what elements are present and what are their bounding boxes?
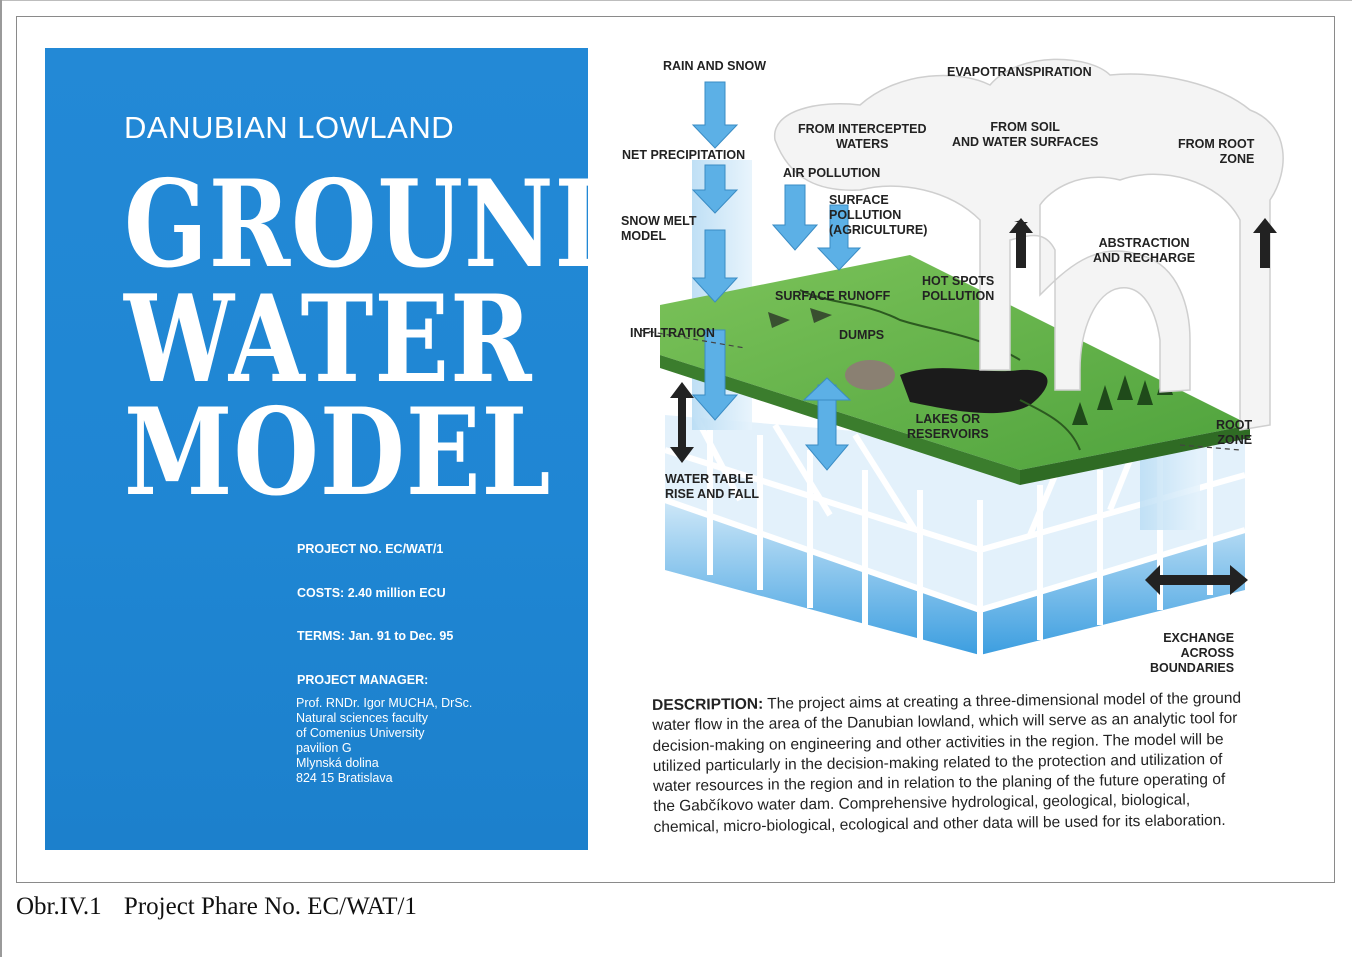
- project-manager-address: Prof. RNDr. Igor MUCHA, DrSc. Natural sc…: [296, 696, 472, 786]
- label-evapotranspiration: EVAPOTRANSPIRATION: [947, 65, 1092, 79]
- lake-shape: [900, 368, 1048, 414]
- label-exchange-boundaries: EXCHANGE ACROSS BOUNDARIES: [1150, 631, 1234, 676]
- manager-line: of Comenius University: [296, 726, 425, 740]
- label-root-zone: ROOT ZONE: [1216, 418, 1252, 448]
- label-line: EXCHANGE: [1163, 631, 1235, 645]
- label-line: (AGRICULTURE): [829, 223, 928, 237]
- label-snow-melt-model: SNOW MELT MODEL: [621, 214, 696, 244]
- label-water-table: WATER TABLE RISE AND FALL: [665, 472, 759, 502]
- label-infiltration: INFILTRATION: [630, 326, 715, 340]
- flow-arrows: [691, 81, 862, 471]
- cover-title-line-2: WATER: [124, 270, 533, 411]
- label-line: POLLUTION: [922, 289, 995, 303]
- label-line: SNOW MELT: [621, 214, 697, 228]
- project-description: DESCRIPTION: The project aims at creatin…: [652, 689, 1244, 838]
- groundwater-diagram: RAIN AND SNOW EVAPOTRANSPIRATION FROM IN…: [600, 30, 1310, 690]
- figure-caption: Obr.IV.1 Project Phare No. EC/WAT/1: [16, 893, 417, 921]
- brochure-cover: DANUBIAN LOWLAND GROUND WATER MODEL PROJ…: [45, 48, 640, 850]
- label-line: RESERVOIRS: [907, 427, 989, 441]
- description-heading: DESCRIPTION:: [652, 695, 764, 714]
- caption-number: Obr.IV.1: [16, 893, 102, 920]
- label-rain-and-snow: RAIN AND SNOW: [663, 59, 767, 73]
- label-line: POLLUTION: [829, 208, 902, 222]
- evapotranspiration-cloud: [774, 58, 1284, 431]
- project-manager-heading: PROJECT MANAGER:: [297, 673, 429, 687]
- cover-title-line-3: MODEL: [124, 383, 552, 524]
- manager-line: Natural sciences faculty: [296, 711, 429, 725]
- label-air-pollution: AIR POLLUTION: [783, 166, 881, 180]
- label-surface-pollution: SURFACE POLLUTION (AGRICULTURE): [829, 193, 927, 238]
- cover-title-line-1: GROUND: [124, 155, 641, 296]
- label-line: FROM INTERCEPTED: [798, 122, 927, 136]
- label-dumps: DUMPS: [839, 328, 885, 342]
- manager-line: pavilion G: [296, 741, 352, 755]
- diagram-illustration: [639, 58, 1284, 655]
- label-abstraction-recharge: ABSTRACTION AND RECHARGE: [1093, 236, 1195, 266]
- label-line: ZONE: [1217, 433, 1253, 447]
- project-number: PROJECT NO. EC/WAT/1: [297, 542, 444, 556]
- caption-text: Project Phare No. EC/WAT/1: [123, 893, 417, 920]
- label-line: WATER TABLE: [665, 472, 754, 486]
- dumps-shape: [845, 360, 895, 390]
- label-from-intercepted-waters: FROM INTERCEPTED WATERS: [798, 122, 926, 152]
- label-line: FROM SOIL: [990, 120, 1060, 134]
- page-top-edge: [0, 0, 1352, 1]
- label-line: LAKES OR: [915, 412, 981, 426]
- manager-line: Prof. RNDr. Igor MUCHA, DrSc.: [296, 696, 473, 710]
- label-lakes-reservoirs: LAKES OR RESERVOIRS: [907, 412, 989, 442]
- label-line: AND WATER SURFACES: [952, 135, 1099, 149]
- label-line: RISE AND FALL: [665, 487, 759, 501]
- manager-line: 824 15 Bratislava: [296, 771, 393, 785]
- label-line: HOT SPOTS: [922, 274, 995, 288]
- label-surface-runoff: SURFACE RUNOFF: [775, 289, 891, 303]
- cover-subtitle: DANUBIAN LOWLAND: [124, 110, 455, 145]
- label-net-precipitation: NET PRECIPITATION: [622, 148, 746, 162]
- label-line: WATERS: [835, 137, 889, 151]
- label-line: ABSTRACTION: [1098, 236, 1190, 250]
- label-line: ZONE: [1219, 152, 1255, 166]
- label-line: MODEL: [621, 229, 667, 243]
- project-terms: TERMS: Jan. 91 to Dec. 95: [297, 629, 454, 643]
- label-from-soil: FROM SOIL AND WATER SURFACES: [952, 120, 1098, 150]
- label-line: BOUNDARIES: [1150, 661, 1235, 675]
- black-arrows: [670, 218, 1277, 595]
- page-left-edge: [0, 0, 2, 957]
- label-from-root-zone: FROM ROOT ZONE: [1178, 137, 1254, 167]
- project-costs: COSTS: 2.40 million ECU: [297, 586, 446, 600]
- label-hot-spots: HOT SPOTS POLLUTION: [922, 274, 994, 304]
- label-line: SURFACE: [829, 193, 889, 207]
- label-line: AND RECHARGE: [1093, 251, 1196, 265]
- label-line: FROM ROOT: [1178, 137, 1255, 151]
- manager-line: Mlynská dolina: [296, 756, 379, 770]
- label-line: ACROSS: [1180, 646, 1235, 660]
- label-line: ROOT: [1216, 418, 1253, 432]
